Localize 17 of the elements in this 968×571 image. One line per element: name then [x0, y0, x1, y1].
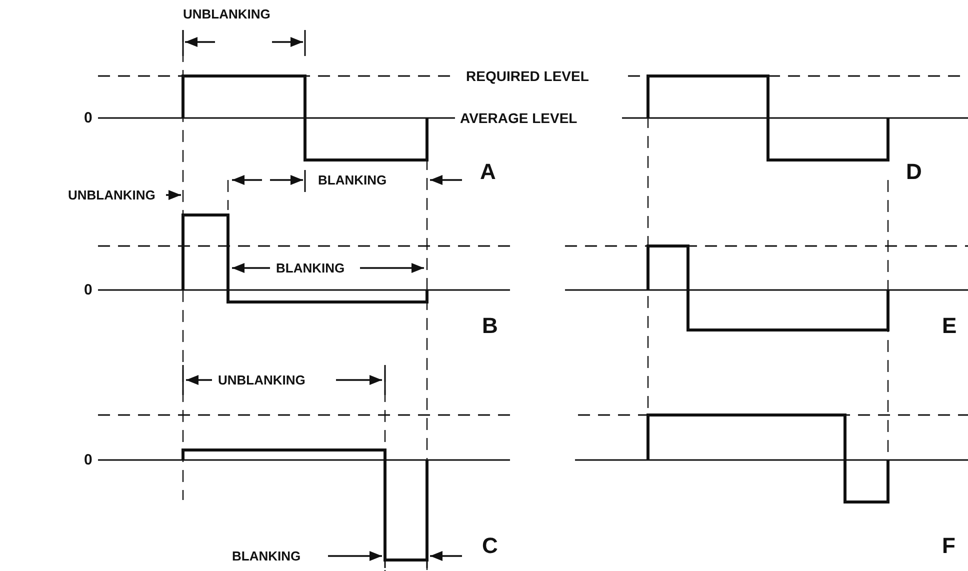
zero-label: 0 [84, 110, 92, 126]
panel-letter: E [942, 315, 957, 337]
interval-label: BLANKING [276, 262, 345, 274]
panel-letter: A [480, 161, 496, 183]
level-label: REQUIRED LEVEL [466, 69, 589, 83]
interval-label: BLANKING [318, 174, 387, 186]
interval-label: UNBLANKING [68, 188, 156, 202]
zero-label: 0 [84, 282, 92, 298]
level-label: AVERAGE LEVEL [460, 111, 578, 125]
interval-label: UNBLANKING [218, 374, 306, 386]
interval-label: BLANKING [232, 550, 301, 562]
panel-letter: D [906, 161, 922, 183]
panel-letter: F [942, 535, 956, 557]
zero-label: 0 [84, 452, 92, 468]
interval-label: UNBLANKING [183, 8, 270, 20]
panel-letter: C [482, 535, 498, 557]
panel-letter: B [482, 315, 498, 337]
